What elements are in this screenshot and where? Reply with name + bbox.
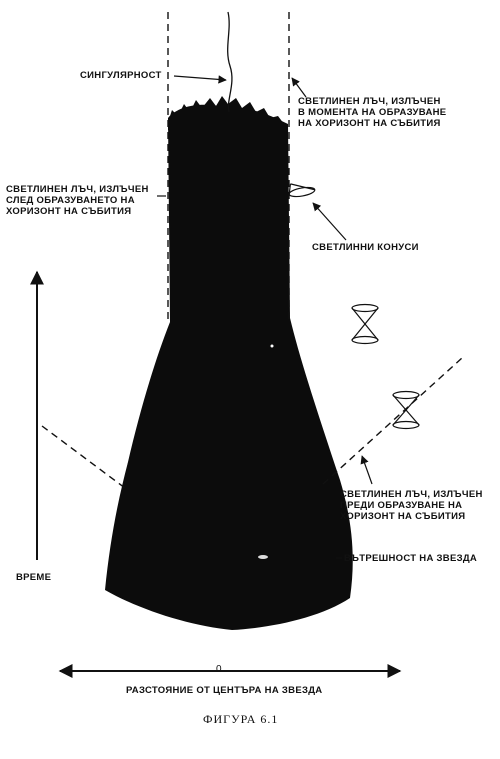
label-line: ХОРИЗОНТ НА СЪБИТИЯ <box>6 206 132 217</box>
light-ray-right <box>322 357 463 485</box>
collapsing-star-body <box>105 104 353 630</box>
light-cone-middle <box>351 303 379 345</box>
interior-speck <box>258 555 268 559</box>
ray-after-formation-label: СВЕТЛИНЕН ЛЪЧ, ИЗЛЪЧЕН СЛЕД ОБРАЗУВАНЕТО… <box>6 184 149 217</box>
leader-ray-before-formation <box>360 455 373 485</box>
label-line: ХОРИЗОНТ НА СЪБИТИЯ <box>340 511 466 522</box>
singularity-line <box>227 11 233 113</box>
distance-axis-label: РАЗСТОЯНИЕ ОТ ЦЕНТЪРА НА ЗВЕЗДА <box>126 685 323 696</box>
label-line: СВЕТЛИНЕН ЛЪЧ, ИЗЛЪЧЕН <box>298 96 441 107</box>
time-axis-label: ВРЕМЕ <box>16 572 52 583</box>
label-line: СВЕТЛИНЕН ЛЪЧ, ИЗЛЪЧЕН <box>6 184 149 195</box>
leader-light-cones <box>312 202 347 241</box>
label-line: СВЕТЛИНЕН ЛЪЧ, ИЗЛЪЧЕН <box>340 489 483 500</box>
singularity-label: СИНГУЛЯРНОСТ <box>80 70 162 81</box>
light-cone-horizon <box>288 183 316 198</box>
label-line: НА ХОРИЗОНТ НА СЪБИТИЯ <box>298 118 441 129</box>
leader-singularity <box>173 75 227 84</box>
figure-caption: ФИГУРА 6.1 <box>203 712 279 726</box>
label-line: В МОМЕНТА НА ОБРАЗУВАНЕ <box>298 107 447 118</box>
origin-label: 0 <box>216 664 222 675</box>
ray-before-formation-label: СВЕТЛИНЕН ЛЪЧ, ИЗЛЪЧЕН ПРЕДИ ОБРАЗУВАНЕ … <box>340 489 483 522</box>
label-line: СЛЕД ОБРАЗУВАНЕТО НА <box>6 195 135 206</box>
interior-speck <box>270 344 274 348</box>
singularity-ragged-edge <box>168 96 288 130</box>
label-line: ПРЕДИ ОБРАЗУВАНЕ НА <box>340 500 463 511</box>
leader-ray-at-formation <box>291 77 307 98</box>
light-ray-left <box>41 425 126 489</box>
light-cones-label: СВЕТЛИННИ КОНУСИ <box>312 242 419 253</box>
ray-at-formation-label: СВЕТЛИНЕН ЛЪЧ, ИЗЛЪЧЕН В МОМЕНТА НА ОБРА… <box>298 96 446 129</box>
star-interior-label: ВЪТРЕШНОСТ НА ЗВЕЗДА <box>344 553 478 564</box>
light-cone-lower <box>392 390 420 430</box>
